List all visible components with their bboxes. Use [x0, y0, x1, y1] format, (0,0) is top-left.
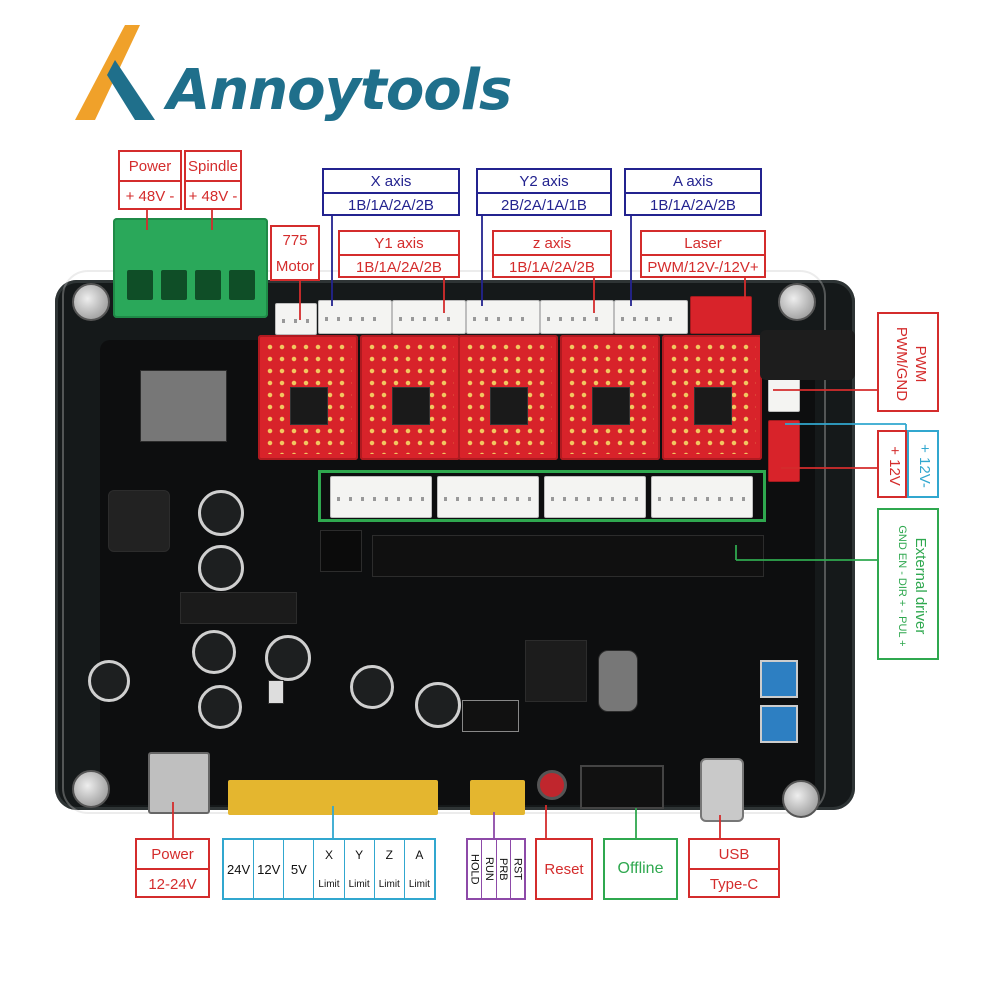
- inductor: [108, 490, 170, 552]
- crystal-oscillator: [598, 650, 638, 712]
- capacitor: [415, 682, 461, 728]
- pin-run: RUN: [481, 840, 495, 898]
- voltage-regulator: [140, 370, 227, 442]
- external-driver-connector: [330, 476, 432, 518]
- terminal-slot: [161, 270, 187, 300]
- side-mount: [760, 330, 855, 380]
- capacitor: [198, 685, 242, 729]
- external-driver-highlight: [318, 470, 766, 522]
- brand-name: Annoytools: [167, 58, 512, 123]
- label-z-axis: z axis 1B/1A/2A/2B: [492, 230, 612, 278]
- external-driver-connector: [437, 476, 539, 518]
- capacitor: [192, 630, 236, 674]
- screw-icon: [72, 770, 110, 808]
- capacitor: [198, 545, 244, 591]
- offline-header: [580, 765, 664, 809]
- optocoupler-row: [372, 535, 764, 577]
- terminal-slot: [195, 270, 221, 300]
- limit-switch-header: [228, 780, 438, 815]
- transistor: [320, 530, 362, 572]
- label-12v-cyan: + 12V-: [907, 430, 939, 498]
- label-spindle-48v: Spindle + 48V -: [184, 150, 242, 210]
- jumper-header: [462, 700, 519, 732]
- motor775-connector: [275, 303, 317, 335]
- screw-icon: [778, 283, 816, 321]
- x-axis-connector: [318, 300, 392, 334]
- capacitor: [198, 490, 244, 536]
- label-offline: Offline: [603, 838, 678, 900]
- label-power-48v: Power + 48V -: [118, 150, 182, 210]
- screw-icon: [72, 283, 110, 321]
- 12v-connector: [768, 420, 800, 482]
- power-spindle-terminal-block: [113, 218, 268, 318]
- pin-hold: HOLD: [468, 853, 481, 885]
- blue-side-connector: [760, 660, 798, 698]
- stepper-driver-z: [560, 335, 660, 460]
- label-external-driver: External driver GND EN - DIR + - PUL +: [877, 508, 939, 660]
- control-pin-header: [470, 780, 525, 815]
- stepper-driver-y1: [360, 335, 460, 460]
- blue-side-connector: [760, 705, 798, 743]
- stepper-driver-y2: [458, 335, 558, 460]
- pin-rst: RST: [509, 840, 524, 898]
- microcontroller-chip: [525, 640, 587, 702]
- label-usb-type-c: USB Type-C: [688, 838, 780, 898]
- a-axis-connector: [614, 300, 688, 334]
- external-driver-connector: [544, 476, 646, 518]
- pin-prb: PRB: [495, 840, 510, 898]
- terminal-slot: [229, 270, 255, 300]
- fuse: [268, 680, 284, 704]
- dc-power-jack: [148, 752, 210, 814]
- y1-axis-connector: [392, 300, 466, 334]
- label-reset: Reset: [535, 838, 593, 900]
- usb-type-c-port: [700, 758, 744, 822]
- y2-axis-connector: [466, 300, 540, 334]
- limit-12v: 12V: [253, 840, 283, 898]
- label-pwm: PWM PWM/GND: [877, 312, 939, 412]
- limit-5v: 5V: [283, 840, 313, 898]
- label-775-motor: 775 Motor: [270, 225, 320, 281]
- external-driver-connector: [651, 476, 753, 518]
- mosfet-block: [180, 592, 297, 624]
- label-12v-red: + 12V: [877, 430, 907, 498]
- capacitor: [88, 660, 130, 702]
- label-power-12-24v: Power 12-24V: [135, 838, 210, 898]
- brand-logo: Annoytools: [55, 20, 512, 130]
- label-y1-axis: Y1 axis 1B/1A/2A/2B: [338, 230, 460, 278]
- screw-icon: [782, 780, 820, 818]
- stepper-driver-a: [662, 335, 762, 460]
- laser-connector: [690, 296, 752, 334]
- capacitor: [350, 665, 394, 709]
- label-x-axis: X axis 1B/1A/2A/2B: [322, 168, 460, 216]
- label-laser: Laser PWM/12V-/12V+: [640, 230, 766, 278]
- terminal-slot: [127, 270, 153, 300]
- label-control-pins: HOLD RUN PRB RST: [466, 838, 526, 900]
- limit-24v: 24V: [227, 861, 251, 877]
- stepper-driver-x: [258, 335, 358, 460]
- z-axis-connector: [540, 300, 614, 334]
- label-a-axis: A axis 1B/1A/2A/2B: [624, 168, 762, 216]
- label-y2-axis: Y2 axis 2B/2A/1A/1B: [476, 168, 612, 216]
- capacitor: [265, 635, 311, 681]
- brand-mark-icon: [75, 25, 155, 120]
- reset-button[interactable]: [537, 770, 567, 800]
